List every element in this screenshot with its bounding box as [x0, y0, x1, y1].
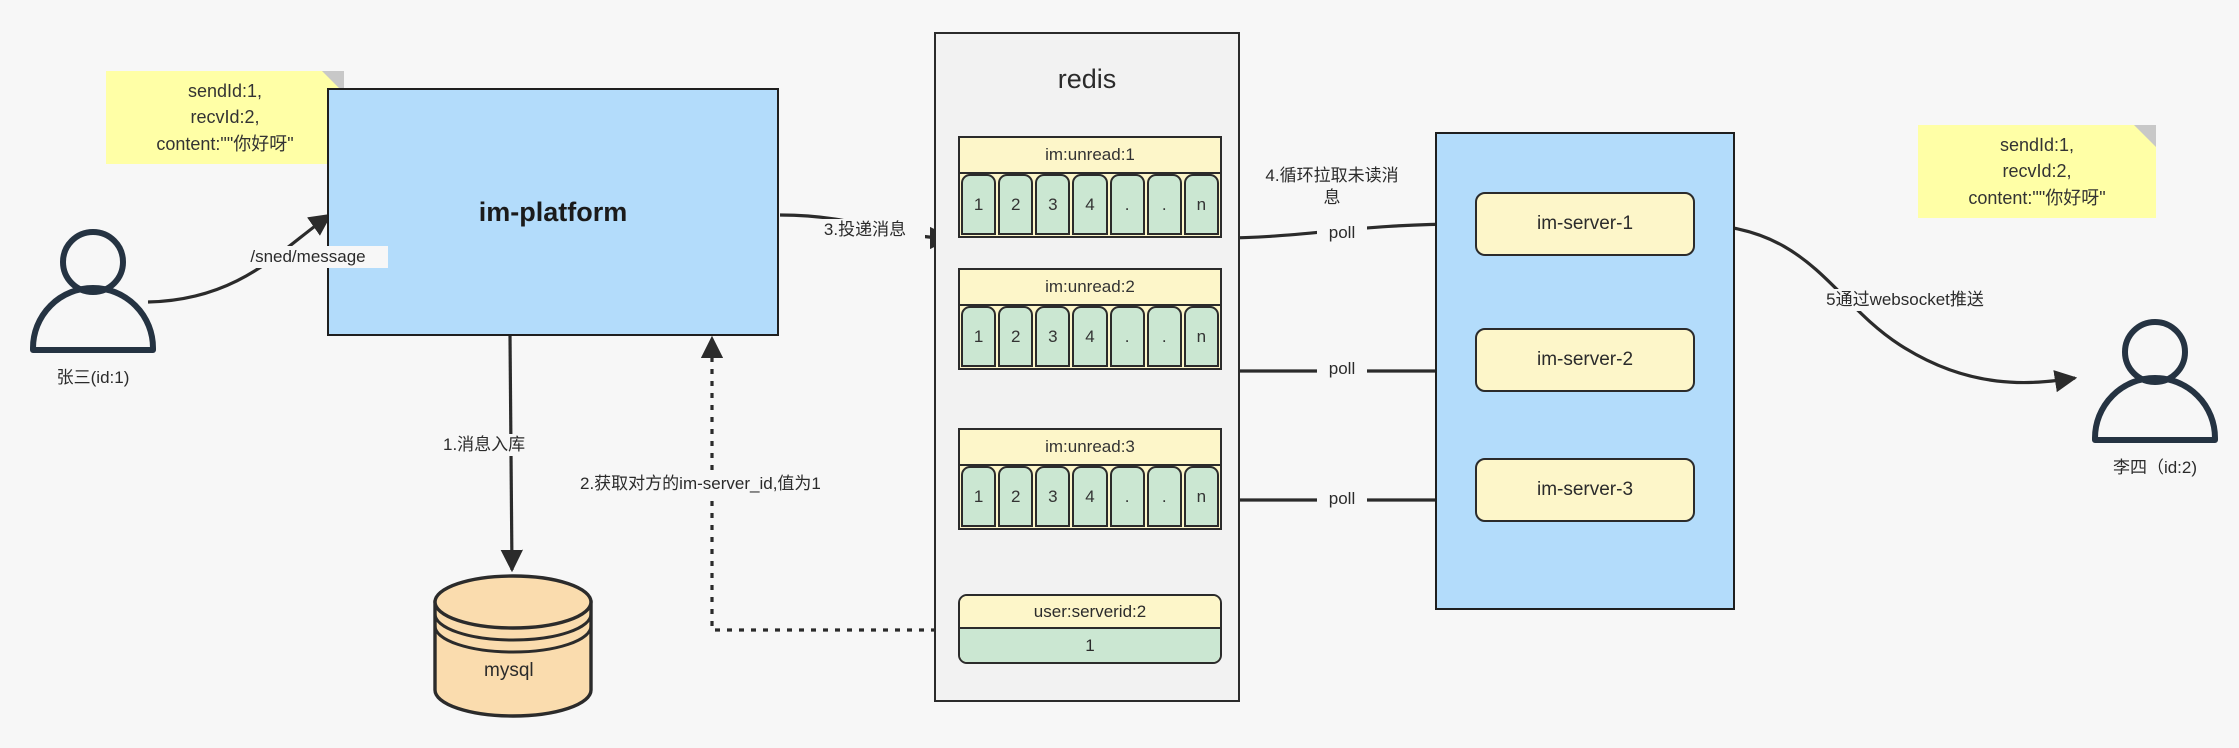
message-payload-note-right: sendId:1, recvId:2, content:""你好呀": [1918, 125, 2156, 218]
redis-kv-block[interactable]: user:serverid:2 1: [958, 594, 1222, 664]
redis-queue-cells: 1 2 3 4 . . n: [960, 174, 1220, 235]
note-text: sendId:1, recvId:2, content:""你好呀": [156, 81, 294, 154]
redis-title: redis: [1057, 64, 1117, 94]
queue-cell[interactable]: 4: [1072, 466, 1108, 527]
queue-cell[interactable]: .: [1146, 174, 1182, 235]
queue-cell[interactable]: 4: [1072, 306, 1108, 367]
queue-cell[interactable]: 1: [961, 306, 997, 367]
mysql-label: mysql: [484, 660, 534, 681]
redis-kv-value: 1: [960, 629, 1220, 662]
receiver-actor-label: 李四（id:2): [2112, 458, 2198, 477]
queue-cell[interactable]: 3: [1035, 466, 1071, 527]
queue-cell[interactable]: 1: [961, 174, 997, 235]
note-fold-corner-icon: [2134, 125, 2156, 147]
edge-send-message: [147, 213, 332, 304]
queue-cell[interactable]: 2: [998, 306, 1034, 367]
edge-label-step-1: 1.消息入库: [443, 434, 563, 457]
edge-label-poll-3: poll: [1317, 488, 1367, 511]
queue-cell[interactable]: 2: [998, 466, 1034, 527]
queue-cell[interactable]: n: [1183, 466, 1219, 527]
queue-cell[interactable]: 4: [1072, 174, 1108, 235]
queue-cell[interactable]: n: [1183, 174, 1219, 235]
message-payload-note-left: sendId:1, recvId:2, content:""你好呀": [106, 71, 344, 164]
im-server-2-label: im-server-2: [1536, 349, 1634, 370]
queue-cell[interactable]: 3: [1035, 174, 1071, 235]
redis-kv-key: user:serverid:2: [960, 596, 1220, 629]
redis-queue-block[interactable]: im:unread:3 1 2 3 4 . . n: [958, 428, 1222, 530]
sender-actor-icon: [30, 229, 156, 353]
queue-cell[interactable]: 1: [961, 466, 997, 527]
redis-queue-block[interactable]: im:unread:1 1 2 3 4 . . n: [958, 136, 1222, 238]
queue-cell[interactable]: .: [1109, 174, 1145, 235]
sender-actor-label: 张三(id:1): [56, 368, 130, 387]
note-text: sendId:1, recvId:2, content:""你好呀": [1968, 135, 2106, 208]
edge-label-step-3: 3.投递消息: [805, 219, 925, 242]
queue-cell[interactable]: n: [1183, 306, 1219, 367]
queue-cell[interactable]: .: [1146, 466, 1182, 527]
note-fold-corner-icon: [322, 71, 344, 93]
edge-label-poll-2: poll: [1317, 358, 1367, 381]
edge-label-step-4: 4.循环拉取未读消 息: [1252, 165, 1412, 210]
mysql-cylinder-icon: [433, 574, 593, 718]
redis-queue-key: im:unread:3: [960, 430, 1220, 466]
redis-queue-key: im:unread:2: [960, 270, 1220, 306]
edge-websocket-push: [1689, 222, 2078, 393]
im-server-1-box[interactable]: im-server-1: [1475, 192, 1695, 256]
redis-queue-cells: 1 2 3 4 . . n: [960, 306, 1220, 367]
im-server-3-label: im-server-3: [1536, 479, 1634, 500]
queue-cell[interactable]: 2: [998, 174, 1034, 235]
redis-queue-cells: 1 2 3 4 . . n: [960, 466, 1220, 527]
queue-cell[interactable]: .: [1109, 306, 1145, 367]
im-platform-box[interactable]: im-platform: [327, 88, 779, 336]
receiver-actor-icon: [2092, 319, 2218, 443]
edge-label-step-5: 5通过websocket推送: [1785, 289, 2025, 312]
redis-queue-key: im:unread:1: [960, 138, 1220, 174]
redis-queue-block[interactable]: im:unread:2 1 2 3 4 . . n: [958, 268, 1222, 370]
im-server-2-box[interactable]: im-server-2: [1475, 328, 1695, 392]
edge-label-step-2: 2.获取对方的im-server_id,值为1: [580, 473, 880, 496]
queue-cell[interactable]: 3: [1035, 306, 1071, 367]
edge-label-poll-1: poll: [1317, 222, 1367, 245]
im-platform-label: im-platform: [478, 196, 628, 227]
edge-label-send-message: /sned/message: [228, 246, 388, 269]
queue-cell[interactable]: .: [1146, 306, 1182, 367]
im-server-3-box[interactable]: im-server-3: [1475, 458, 1695, 522]
im-server-1-label: im-server-1: [1536, 213, 1634, 234]
queue-cell[interactable]: .: [1109, 466, 1145, 527]
